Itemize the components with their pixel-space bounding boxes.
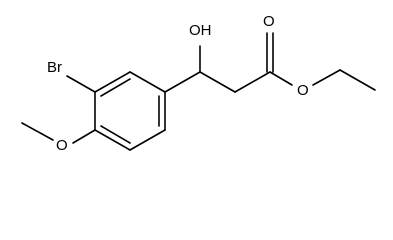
carbonyl-to-ester-o-bond: [269, 71, 293, 86]
bromine-label: Br: [47, 59, 62, 76]
carbonyl-oxygen-label: O: [263, 13, 275, 30]
ring-bond-1: [94, 71, 131, 93]
benzene-ring: [94, 71, 166, 151]
chemical-structure: Br O OH O O: [21, 13, 376, 154]
hydroxyl-label: OH: [189, 22, 212, 39]
c-o-methoxy-bond: [72, 129, 96, 144]
choh-to-ch2-bond: [199, 71, 236, 93]
ester-oxygen-label: O: [297, 82, 309, 99]
c-br-bond: [66, 75, 96, 93]
ring-double-bond-1: [100, 78, 131, 97]
ch2-to-carbonyl-bond: [234, 71, 271, 93]
ring-to-choh-bond: [164, 71, 201, 93]
methoxy-oxygen-label: O: [56, 137, 68, 154]
ring-double-bond-3: [100, 125, 131, 144]
ethyl-ch2-ch3-bond: [339, 69, 376, 91]
ring-bond-5: [94, 129, 131, 151]
ring-bond-2: [129, 71, 166, 93]
o-methyl-bond: [21, 122, 54, 141]
ester-o-to-ch2-bond: [312, 69, 341, 86]
ring-bond-4: [129, 129, 166, 151]
